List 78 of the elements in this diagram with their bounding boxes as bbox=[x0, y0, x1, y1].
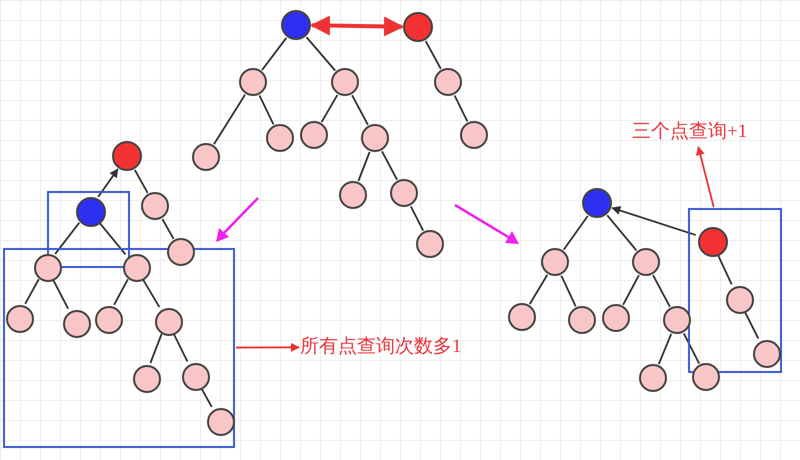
connector-line bbox=[52, 278, 69, 310]
tree-node bbox=[76, 197, 106, 227]
connector-line bbox=[652, 274, 671, 308]
connector-line bbox=[606, 214, 638, 252]
connector-line bbox=[528, 274, 548, 305]
connector-line bbox=[716, 254, 732, 285]
connector-line bbox=[320, 94, 338, 122]
tree-node bbox=[416, 230, 444, 258]
highlight-box bbox=[688, 208, 782, 373]
tree-node bbox=[281, 10, 311, 40]
connector-line bbox=[24, 278, 40, 304]
arrow bbox=[696, 146, 715, 208]
tree-node bbox=[568, 306, 596, 334]
connector-line bbox=[172, 333, 188, 362]
tree-node bbox=[753, 340, 781, 368]
tree-node bbox=[141, 192, 169, 220]
arrow bbox=[236, 342, 300, 352]
connector-line bbox=[98, 222, 126, 255]
tree-node bbox=[460, 121, 488, 149]
tree-node bbox=[639, 364, 667, 392]
tree-node bbox=[726, 286, 754, 314]
tree-node bbox=[155, 308, 183, 336]
highlight-box bbox=[3, 248, 235, 448]
connector-line bbox=[213, 94, 246, 145]
connector-line bbox=[622, 274, 640, 306]
connector-line bbox=[306, 36, 336, 72]
connector-line bbox=[410, 206, 424, 232]
tree-node bbox=[266, 124, 294, 152]
connector-line bbox=[113, 278, 129, 306]
tree-node bbox=[123, 254, 151, 282]
connector-line bbox=[261, 37, 288, 71]
tree-node bbox=[182, 363, 210, 391]
tree-node bbox=[632, 248, 660, 276]
tree-node bbox=[112, 141, 142, 171]
tree-node bbox=[95, 306, 123, 334]
tree-node bbox=[331, 68, 359, 96]
tree-node bbox=[541, 248, 569, 276]
tree-node bbox=[390, 179, 418, 207]
connector-line bbox=[683, 332, 700, 364]
tree-node bbox=[133, 365, 161, 393]
tree-node bbox=[6, 305, 34, 333]
connector-line bbox=[560, 275, 576, 307]
tree-node bbox=[34, 254, 62, 282]
tree-node bbox=[582, 188, 612, 218]
tree-node bbox=[403, 12, 433, 42]
connector-line bbox=[424, 40, 442, 70]
tree-node bbox=[508, 303, 536, 331]
tree-node bbox=[698, 227, 728, 257]
connector-line bbox=[744, 311, 760, 339]
tree-node bbox=[192, 143, 220, 171]
connector-line bbox=[150, 334, 162, 364]
tree-node bbox=[167, 238, 195, 266]
tree-node bbox=[602, 304, 630, 332]
connector-line bbox=[562, 216, 588, 250]
annotation-text: 所有点查询次数多1 bbox=[300, 333, 462, 361]
tree-node bbox=[207, 408, 235, 436]
connector-line bbox=[351, 94, 369, 126]
arrow bbox=[611, 206, 696, 236]
tree-node bbox=[300, 121, 328, 149]
connector-line bbox=[200, 388, 212, 408]
tree-node bbox=[692, 363, 720, 391]
tree-node bbox=[434, 68, 462, 96]
annotation-text: 三个点查询+1 bbox=[632, 118, 748, 146]
connector-line bbox=[258, 95, 274, 125]
tree-node bbox=[339, 181, 367, 209]
tree-node bbox=[63, 310, 91, 338]
connector-line bbox=[381, 150, 398, 180]
arrow bbox=[97, 168, 119, 198]
connector-line bbox=[142, 278, 160, 308]
connector-line bbox=[658, 334, 672, 364]
connector-line bbox=[134, 170, 148, 194]
arrow bbox=[310, 16, 404, 36]
connector-line bbox=[454, 95, 468, 122]
connector-line bbox=[358, 152, 370, 182]
connector-line bbox=[162, 218, 174, 240]
tree-node bbox=[663, 306, 691, 334]
tree-node bbox=[361, 124, 389, 152]
tree-node bbox=[239, 68, 267, 96]
